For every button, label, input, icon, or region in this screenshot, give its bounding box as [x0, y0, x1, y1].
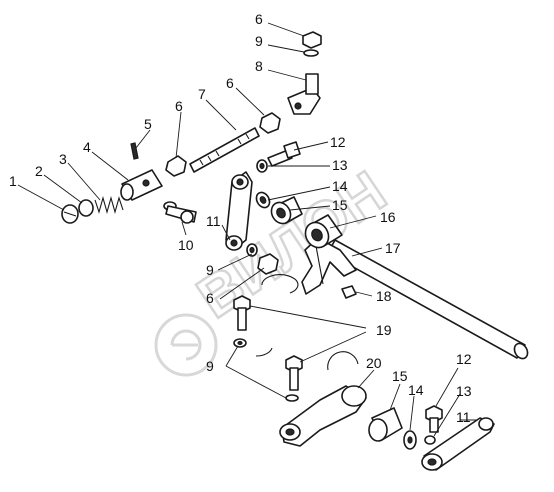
watermark-logo-mark [170, 329, 202, 361]
link-11-upper [225, 171, 253, 251]
callout-15-upper: 15 [332, 197, 348, 213]
watermark-logo-ring [154, 313, 218, 377]
bolt-12-upper [267, 141, 301, 167]
bushing-15-upper [270, 196, 303, 225]
callout-1: 1 [9, 173, 17, 189]
shaft-17 [327, 239, 529, 360]
callout-6-left: 6 [175, 98, 183, 114]
callout-17: 17 [385, 240, 401, 256]
washer-9-top [303, 49, 319, 57]
bolt-19-lower [285, 355, 303, 402]
nut-6-left [165, 155, 187, 177]
screw-1 [61, 204, 79, 224]
link-11-lower [421, 417, 495, 471]
callout-13-lower: 13 [456, 383, 472, 399]
callout-12-upper: 12 [330, 134, 346, 150]
callout-18: 18 [376, 288, 392, 304]
fork-lever [301, 237, 357, 295]
washer-13-lower [424, 435, 436, 445]
callout-9-mid: 9 [206, 262, 214, 278]
callout-11-lower: 11 [456, 409, 471, 425]
callout-19: 19 [376, 322, 392, 338]
nut-6-right [259, 112, 281, 134]
callout-9-lower: 9 [206, 358, 214, 374]
callout-9-top: 9 [255, 33, 263, 49]
washer-9-lower [233, 338, 247, 348]
callout-7: 7 [198, 86, 206, 102]
washer-14-upper [255, 191, 271, 209]
callout-13-upper: 13 [332, 157, 348, 173]
callout-20: 20 [366, 355, 382, 371]
washer-9-mid [246, 243, 258, 257]
bolt-10 [163, 201, 197, 224]
connector-4 [120, 169, 163, 201]
callout-8: 8 [255, 58, 263, 74]
lever-20 [279, 385, 367, 447]
spring-3 [94, 195, 124, 215]
leader-lines [17, 22, 478, 437]
callout-10: 10 [178, 237, 194, 253]
callout-3: 3 [59, 151, 67, 167]
cap-2 [78, 199, 94, 217]
nut-6-mid [257, 253, 279, 275]
callout-11-upper: 11 [206, 213, 221, 229]
callout-5: 5 [144, 116, 152, 132]
rod-7 [189, 127, 260, 173]
callout-16: 16 [380, 209, 396, 225]
callout-6-top: 6 [255, 11, 263, 27]
callout-14-lower: 14 [408, 382, 424, 398]
bushing-16 [304, 214, 343, 249]
ball-joint-8 [287, 73, 321, 115]
callout-2: 2 [35, 163, 43, 179]
bolt-19-upper [233, 295, 251, 331]
callout-15-lower: 15 [392, 368, 408, 384]
rotation-arrows [255, 274, 359, 371]
washer-14-lower [403, 430, 417, 450]
pin-5 [130, 142, 139, 160]
bolt-12-lower [425, 405, 443, 433]
callout-6-mid: 6 [206, 290, 214, 306]
callout-4: 4 [83, 139, 91, 155]
watermark-text: ВИЛОН [186, 159, 398, 331]
callout-14-upper: 14 [332, 178, 348, 194]
washer-13-upper [256, 159, 268, 173]
callout-6-right: 6 [226, 75, 234, 91]
key-18 [341, 285, 357, 299]
nut-6-top [302, 31, 322, 49]
bushing-15-lower [368, 407, 403, 442]
callout-12-lower: 12 [456, 351, 472, 367]
callout-labels: 1 2 3 4 5 6 7 6 6 9 8 12 13 14 15 16 17 … [9, 11, 472, 425]
